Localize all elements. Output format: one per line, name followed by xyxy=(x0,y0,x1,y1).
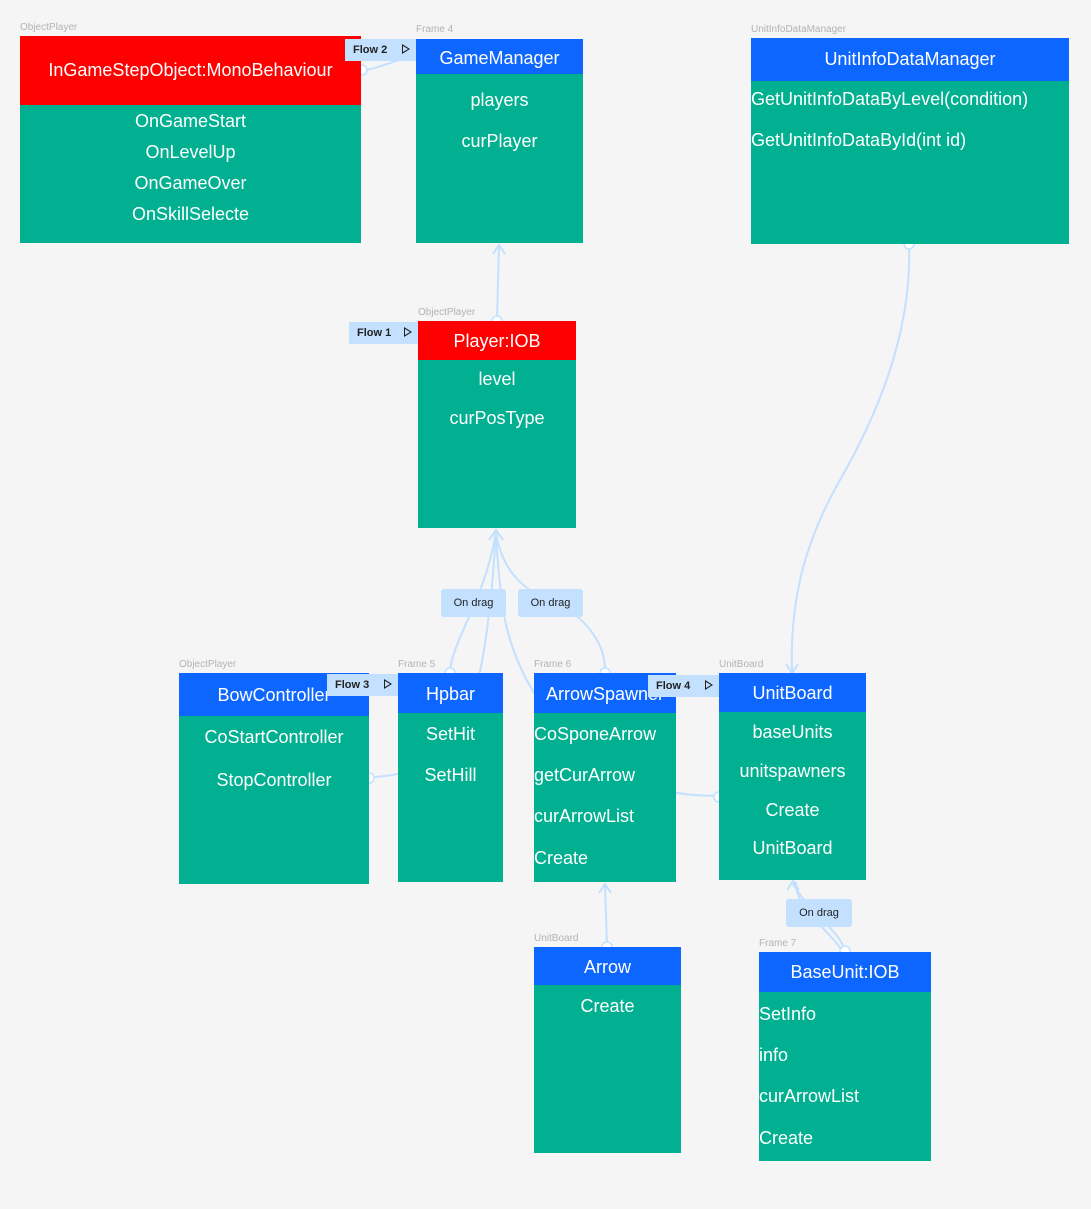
frame-hpbar[interactable]: Hpbar SetHit SetHill xyxy=(398,673,503,882)
frame-row: curPlayer xyxy=(461,131,538,151)
on-drag-label-baseunit: On drag xyxy=(786,899,852,927)
frame-unitinfo[interactable]: UnitInfoDataManager GetUnitInfoDataByLev… xyxy=(751,38,1069,244)
frame-row: UnitBoard xyxy=(752,838,833,858)
flow-3-button[interactable]: Flow 3 xyxy=(327,674,398,696)
frame-row: Create xyxy=(765,800,820,820)
frame-title: InGameStepObject:MonoBehaviour xyxy=(20,36,361,105)
arrowhead-player xyxy=(488,528,504,541)
frame-label-bow: ObjectPlayer xyxy=(179,659,237,670)
play-triangle-icon xyxy=(384,679,392,689)
frame-player[interactable]: Player:IOB level curPosType xyxy=(418,321,576,528)
frame-row: OnLevelUp xyxy=(145,142,236,162)
frame-row: OnGameStart xyxy=(134,111,247,131)
connector-unitinfo-unitboard xyxy=(790,243,911,673)
flow-4-button[interactable]: Flow 4 xyxy=(648,675,719,697)
frame-label-unitboard: UnitBoard xyxy=(719,659,764,670)
frame-row: OnGameOver xyxy=(134,173,247,193)
frame-row: level xyxy=(478,369,516,389)
frame-title: Hpbar xyxy=(398,673,503,713)
frame-row: StopController xyxy=(216,770,332,790)
frame-row: info xyxy=(759,1045,789,1065)
frame-label-ingamestep: ObjectPlayer xyxy=(20,22,78,33)
flow-label: Flow 4 xyxy=(656,680,691,692)
frame-gamemanager[interactable]: GameManager players curPlayer xyxy=(416,39,583,243)
connector-arrow-arrowspawner xyxy=(604,884,608,947)
flow-label: Flow 1 xyxy=(357,327,392,339)
on-drag-label-hpbar: On drag xyxy=(441,589,506,617)
frame-row: unitspawners xyxy=(739,761,846,781)
frame-title: Player:IOB xyxy=(418,321,576,360)
frame-title: UnitInfoDataManager xyxy=(751,38,1069,81)
frame-row: GetUnitInfoDataById(int id) xyxy=(751,130,967,150)
arrowhead-gamemanager xyxy=(492,243,506,255)
flow-1-button[interactable]: Flow 1 xyxy=(349,322,418,344)
frame-row: getCurArrow xyxy=(534,765,636,785)
frame-row: CoStartController xyxy=(204,727,344,747)
frame-row: SetHit xyxy=(425,724,476,744)
frame-row: curArrowList xyxy=(759,1086,860,1106)
frame-arrow[interactable]: Arrow Create xyxy=(534,947,681,1153)
frame-label-player: ObjectPlayer xyxy=(418,307,476,318)
frame-label-baseunit: Frame 7 xyxy=(759,938,797,949)
frame-row: Create xyxy=(759,1128,814,1148)
frame-row: curArrowList xyxy=(534,806,635,826)
frame-row: Create xyxy=(534,848,589,868)
arrowhead-unitboard xyxy=(785,663,799,675)
frame-title: GameManager xyxy=(416,39,583,74)
flow-2-button[interactable]: Flow 2 xyxy=(345,39,416,61)
flow-label: Flow 2 xyxy=(353,44,388,56)
frame-label-arrowspawner: Frame 6 xyxy=(534,659,572,670)
frame-title: Arrow xyxy=(534,947,681,985)
frame-row: curPosType xyxy=(449,408,545,428)
frame-row: CoSponeArrow xyxy=(534,724,657,744)
frame-row: baseUnits xyxy=(752,722,833,742)
frame-row: GetUnitInfoDataByLevel(condition) xyxy=(751,89,1029,109)
frame-row: SetHill xyxy=(424,765,477,785)
arrowhead-unitboard-bottom xyxy=(786,879,800,891)
play-triangle-icon xyxy=(402,44,410,54)
frame-label-hpbar: Frame 5 xyxy=(398,659,436,670)
frame-row: OnSkillSelecte xyxy=(131,204,250,224)
frame-row: SetInfo xyxy=(759,1004,817,1024)
frame-ingamestep[interactable]: InGameStepObject:MonoBehaviour OnGameSta… xyxy=(20,36,361,243)
arrowhead-arrowspawner xyxy=(598,882,612,894)
frame-baseunit[interactable]: BaseUnit:IOB SetInfo info curArrowList C… xyxy=(759,952,931,1161)
flow-label: Flow 3 xyxy=(335,679,370,691)
frame-unitboard[interactable]: UnitBoard baseUnits unitspawners Create … xyxy=(719,673,866,880)
play-triangle-icon xyxy=(705,680,713,690)
frame-label-unitinfo: UnitInfoDataManager xyxy=(751,24,847,35)
play-triangle-icon xyxy=(404,327,412,337)
frame-row: Create xyxy=(580,996,635,1016)
on-drag-label-arrowspawner: On drag xyxy=(518,589,583,617)
connector-player-gamemanager xyxy=(496,245,500,321)
frame-bowcontroller[interactable]: BowController CoStartController StopCont… xyxy=(179,673,369,884)
frame-arrowspawner[interactable]: ArrowSpawner CoSponeArrow getCurArrow cu… xyxy=(534,673,676,882)
frame-row: players xyxy=(470,90,529,110)
frame-title: UnitBoard xyxy=(719,673,866,712)
frame-title: BaseUnit:IOB xyxy=(759,952,931,992)
frame-label-gamemanager: Frame 4 xyxy=(416,24,454,35)
frame-label-arrow: UnitBoard xyxy=(534,933,579,944)
